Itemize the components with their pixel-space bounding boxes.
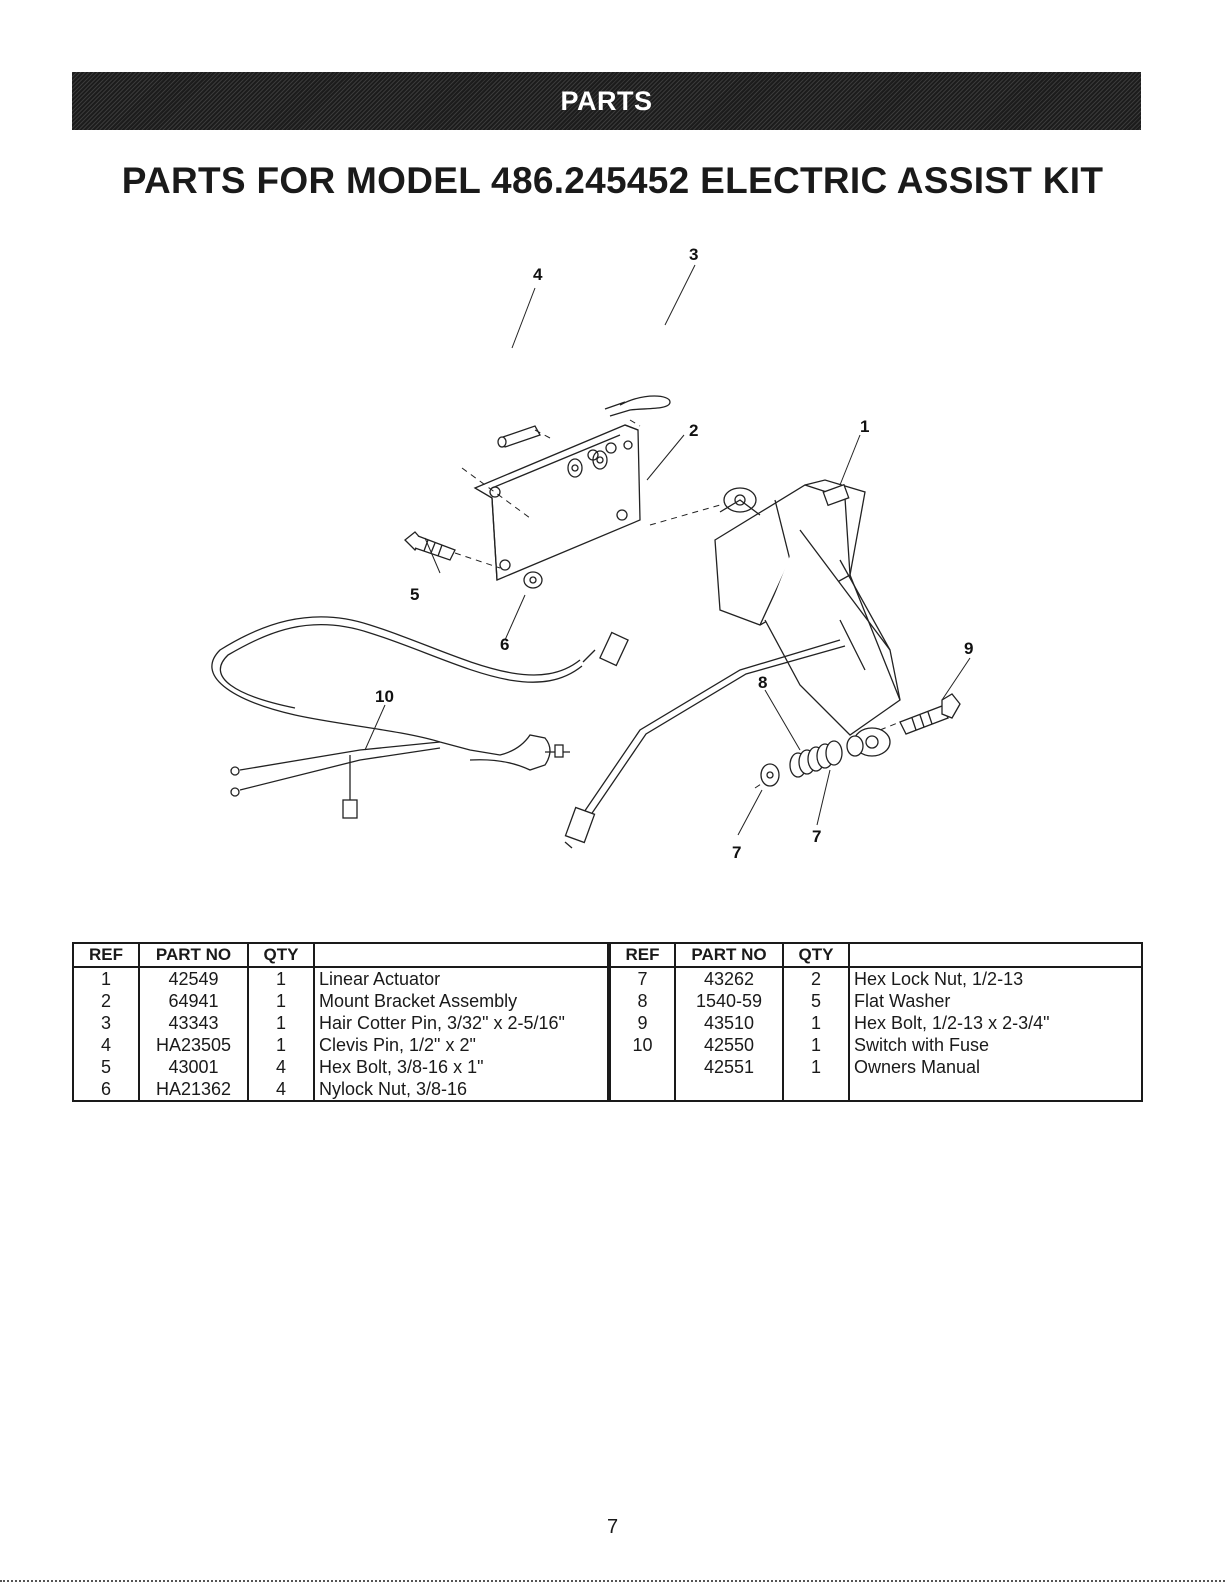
callout-7a: 7 <box>732 843 741 862</box>
section-banner: PARTS <box>72 72 1141 130</box>
ref-cell: 7 <box>607 967 676 990</box>
part-no-cell: 43510 <box>674 1012 784 1034</box>
page-title: PARTS FOR MODEL 486.245452 ELECTRIC ASSI… <box>121 160 1104 201</box>
qty-cell: 1 <box>247 967 315 990</box>
page-number: 7 <box>606 1516 619 1538</box>
qty-cell: 1 <box>247 990 315 1012</box>
ref-cell: 6 <box>72 1078 140 1102</box>
table-row: 4 HA23505 1 Clevis Pin, 1/2" x 2" 10 425… <box>72 1034 1143 1056</box>
clevis-pin-drawing <box>497 425 541 448</box>
ref-cell: 10 <box>607 1034 676 1056</box>
table-row: 3 43343 1 Hair Cotter Pin, 3/32" x 2-5/1… <box>72 1012 1143 1034</box>
callout-5: 5 <box>410 585 419 604</box>
description-cell: Flat Washer <box>848 990 1143 1012</box>
qty-cell: 4 <box>247 1078 315 1102</box>
callout-10: 10 <box>375 687 394 706</box>
banner-title: PARTS <box>560 85 653 116</box>
part-no-cell: HA21362 <box>138 1078 249 1102</box>
table-row: 5 43001 4 Hex Bolt, 3/8-16 x 1" 42551 1 … <box>72 1056 1143 1078</box>
header-ref-2: REF <box>607 942 676 968</box>
description-cell: Hair Cotter Pin, 3/32" x 2-5/16" <box>313 1012 610 1034</box>
part-no-cell: 43001 <box>138 1056 249 1078</box>
header-part-no: PART NO <box>138 942 249 968</box>
hex-bolt-large-drawing <box>899 693 961 735</box>
description-cell: Switch with Fuse <box>848 1034 1143 1056</box>
callout-8: 8 <box>758 673 767 692</box>
cotter-pin-drawing <box>604 395 671 417</box>
ref-cell: 3 <box>72 1012 140 1034</box>
ref-cell: 5 <box>72 1056 140 1078</box>
qty-cell: 2 <box>782 967 850 990</box>
qty-cell: 1 <box>247 1034 315 1056</box>
qty-cell <box>782 1078 850 1102</box>
qty-cell: 1 <box>782 1012 850 1034</box>
description-cell: Nylock Nut, 3/8-16 <box>313 1078 610 1102</box>
callout-3: 3 <box>689 245 698 264</box>
ref-cell: 8 <box>607 990 676 1012</box>
part-no-cell: 64941 <box>138 990 249 1012</box>
callout-4: 4 <box>533 265 543 284</box>
qty-cell: 1 <box>247 1012 315 1034</box>
nylock-nut-drawing <box>523 571 543 589</box>
callout-7b: 7 <box>812 827 821 846</box>
part-no-cell: 43262 <box>674 967 784 990</box>
callout-2: 2 <box>689 421 698 440</box>
description-cell: Clevis Pin, 1/2" x 2" <box>313 1034 610 1056</box>
header-description <box>313 942 610 968</box>
mount-bracket-drawing <box>473 424 641 581</box>
description-cell: Hex Bolt, 3/8-16 x 1" <box>313 1056 610 1078</box>
switch-harness-drawing <box>211 616 846 849</box>
ref-cell <box>607 1078 676 1102</box>
description-cell: Owners Manual <box>848 1056 1143 1078</box>
header-qty-2: QTY <box>782 942 850 968</box>
ref-cell: 1 <box>72 967 140 990</box>
part-no-cell: 42549 <box>138 967 249 990</box>
part-no-cell: 43343 <box>138 1012 249 1034</box>
part-no-cell: 42550 <box>674 1034 784 1056</box>
callout-9: 9 <box>964 639 973 658</box>
table-header-row: REF PART NO QTY REF PART NO QTY <box>72 942 1143 968</box>
exploded-parts-diagram: 1 2 3 4 5 6 7 7 8 9 10 <box>211 245 973 862</box>
description-cell <box>848 1078 1143 1102</box>
qty-cell: 1 <box>782 1034 850 1056</box>
description-cell: Mount Bracket Assembly <box>313 990 610 1012</box>
description-cell: Hex Bolt, 1/2-13 x 2-3/4" <box>848 1012 1143 1034</box>
qty-cell: 1 <box>782 1056 850 1078</box>
table-row: 2 64941 1 Mount Bracket Assembly 8 1540-… <box>72 990 1143 1012</box>
ref-cell: 4 <box>72 1034 140 1056</box>
hex-bolt-small-drawing <box>404 531 456 561</box>
leader-lines <box>364 264 971 836</box>
table-row: 6 HA21362 4 Nylock Nut, 3/8-16 <box>72 1078 1143 1102</box>
part-no-cell: 1540-59 <box>674 990 784 1012</box>
part-no-cell: HA23505 <box>138 1034 249 1056</box>
callout-6: 6 <box>500 635 509 654</box>
ref-cell <box>607 1056 676 1078</box>
header-ref: REF <box>72 942 140 968</box>
bottom-divider <box>0 1580 1225 1582</box>
header-part-no-2: PART NO <box>674 942 784 968</box>
qty-cell: 5 <box>782 990 850 1012</box>
description-cell: Hex Lock Nut, 1/2-13 <box>848 967 1143 990</box>
callout-1: 1 <box>860 417 869 436</box>
header-description-2 <box>848 942 1143 968</box>
table-row: 1 42549 1 Linear Actuator 7 43262 2 Hex … <box>72 967 1143 990</box>
washer-stack-drawing <box>760 735 864 787</box>
header-qty: QTY <box>247 942 315 968</box>
ref-cell: 2 <box>72 990 140 1012</box>
parts-table: REF PART NO QTY REF PART NO QTY 1 42549 … <box>72 942 1143 1102</box>
ref-cell: 9 <box>607 1012 676 1034</box>
description-cell: Linear Actuator <box>313 967 610 990</box>
part-no-cell <box>674 1078 784 1102</box>
qty-cell: 4 <box>247 1056 315 1078</box>
linear-actuator-drawing <box>714 479 901 757</box>
part-no-cell: 42551 <box>674 1056 784 1078</box>
